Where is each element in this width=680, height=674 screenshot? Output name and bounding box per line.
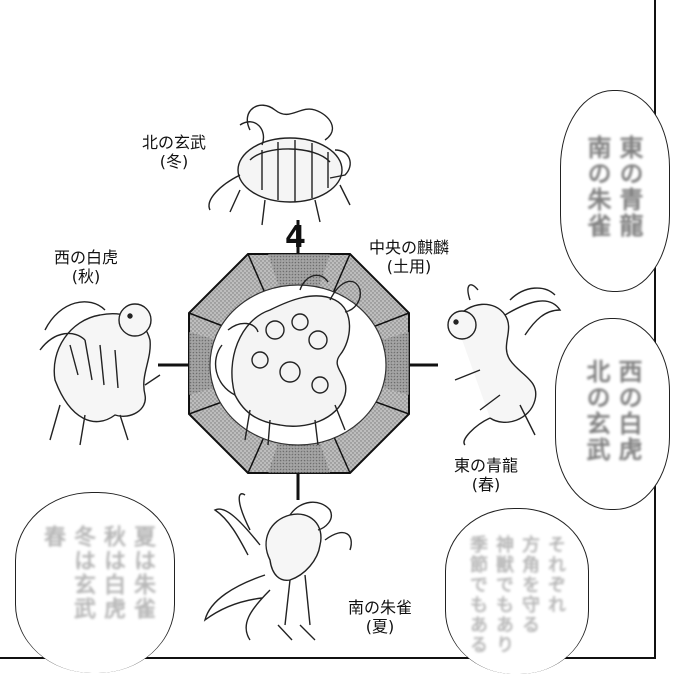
speech-balloon-mid-right: 西の白虎 北の玄武 <box>555 318 670 510</box>
speech-balloon-top-right: 東の青龍 南の朱雀 <box>560 90 670 292</box>
speech-balloon-bottom-center: それぞれ 方角を守る 神獣でもあり 季節でもある <box>445 508 589 674</box>
label-south-season: (夏) <box>365 617 395 636</box>
genbu-illustration <box>208 104 351 226</box>
balloon-text: 春 <box>40 525 65 549</box>
balloon-text: 西の白虎 <box>614 359 642 463</box>
label-north: 北の玄武 (冬) <box>142 133 206 171</box>
balloon-text: 北の玄武 <box>582 359 610 463</box>
byakko-illustration <box>39 301 161 446</box>
label-east-season: (春) <box>471 475 501 494</box>
label-south-name: 南の朱雀 <box>348 598 413 617</box>
label-north-season: (冬) <box>159 152 189 171</box>
balloon-text: 方角を守る <box>519 535 540 635</box>
label-center-season: (土用) <box>386 257 432 276</box>
qilin-illustration <box>214 274 362 446</box>
label-center: 中央の麒麟 (土用) <box>369 238 449 276</box>
balloon-text: 秋は白虎 <box>100 525 125 621</box>
panel-border <box>0 0 656 659</box>
label-center-name: 中央の麒麟 <box>369 238 450 257</box>
label-west-season: (秋) <box>71 267 101 286</box>
seiryu-illustration <box>447 284 562 446</box>
balloon-text: 季節でもある <box>467 535 488 655</box>
center-mark: 4 <box>285 220 306 255</box>
suzaku-illustration <box>203 493 352 641</box>
label-west-name: 西の白虎 <box>54 248 119 267</box>
balloon-text: 夏は朱雀 <box>130 525 155 621</box>
label-south: 南の朱雀 (夏) <box>348 598 412 636</box>
speech-balloon-bottom-left: 夏は朱雀 秋は白虎 冬は玄武 春 <box>15 492 175 673</box>
balloon-text: 冬は玄武 <box>70 525 95 621</box>
balloon-text: 南の朱雀 <box>583 135 611 239</box>
label-north-name: 北の玄武 <box>142 133 207 152</box>
balloon-text: 東の青龍 <box>615 135 643 239</box>
label-east-name: 東の青龍 <box>454 456 519 475</box>
label-east: 東の青龍 (春) <box>454 456 518 494</box>
label-west: 西の白虎 (秋) <box>54 248 118 286</box>
balloon-text: 神獣でもあり <box>493 535 514 655</box>
balloon-text: それぞれ <box>545 535 566 615</box>
